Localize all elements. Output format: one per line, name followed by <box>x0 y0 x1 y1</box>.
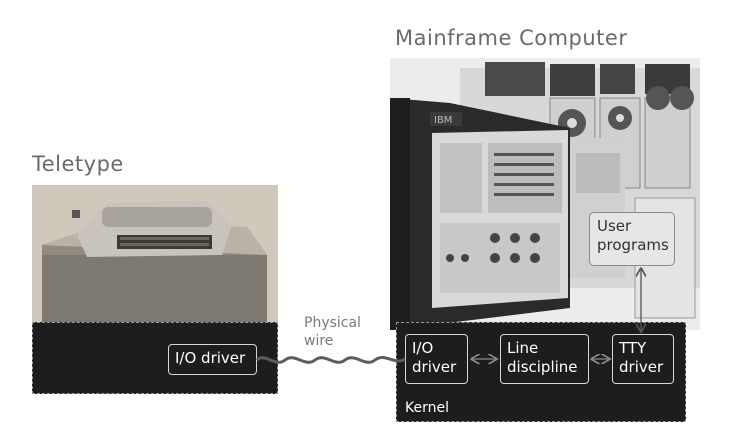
tty-driver-box: TTY driver <box>612 334 674 384</box>
user-programs-line2: programs <box>597 236 669 254</box>
teletype-title: Teletype <box>32 152 124 176</box>
tty-driver-line1: TTY <box>619 339 647 357</box>
user-programs-box: User programs <box>589 212 675 266</box>
teletype-panel <box>32 322 278 394</box>
line-discipline-line1: Line <box>507 339 539 357</box>
physical-wire-line2: wire <box>304 333 334 349</box>
kernel-io-driver-line1: I/O <box>412 339 434 357</box>
ibm-logo: IBM <box>434 115 452 126</box>
kernel-io-driver-box: I/O driver <box>405 334 468 384</box>
user-programs-line1: User <box>597 217 632 235</box>
line-discipline-line2: discipline <box>507 358 578 376</box>
teletype-photo <box>32 185 278 325</box>
teletype-io-driver-label: I/O driver <box>175 349 246 367</box>
mainframe-photo: IBM <box>390 58 700 330</box>
physical-wire-line1: Physical <box>304 315 361 331</box>
physical-wire <box>255 355 406 364</box>
mainframe-title: Mainframe Computer <box>395 26 628 50</box>
kernel-panel <box>396 322 686 422</box>
physical-wire-label: Physical wire <box>304 314 361 350</box>
tty-driver-line2: driver <box>619 358 664 376</box>
line-discipline-box: Line discipline <box>500 334 589 384</box>
teletype-io-driver-box: I/O driver <box>168 344 257 375</box>
kernel-io-driver-line2: driver <box>412 358 457 376</box>
kernel-label: Kernel <box>405 400 449 416</box>
